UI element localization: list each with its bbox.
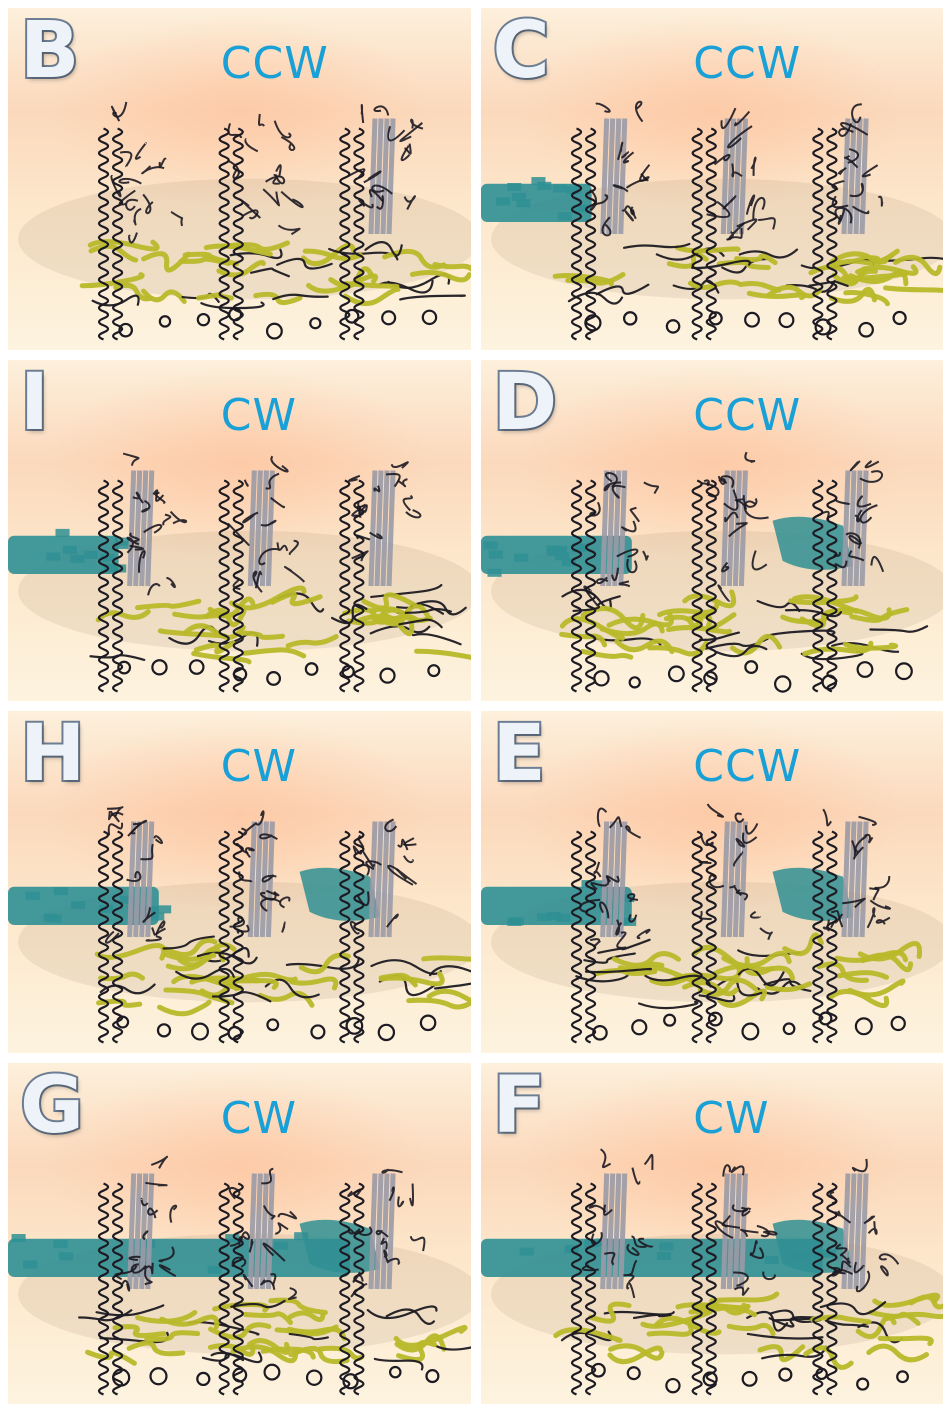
panel-H: H CW — [8, 711, 471, 1053]
panel-letter: D — [493, 364, 558, 442]
panel-C: C CCW — [481, 8, 944, 350]
panel-letter: G — [20, 1067, 84, 1145]
rotation-label: CW — [221, 745, 297, 789]
rotation-label: CCW — [693, 745, 801, 789]
rotation-label: CW — [221, 394, 297, 438]
rotation-label: CW — [221, 1097, 297, 1141]
yellow-ring — [79, 1300, 470, 1388]
rotation-label: CW — [693, 1097, 769, 1141]
panel-E: E CCW — [481, 711, 944, 1053]
panel-D: D CCW — [481, 360, 944, 702]
rotation-label: CCW — [693, 42, 801, 86]
panel-letter: C — [493, 12, 550, 90]
shadow-band — [18, 179, 470, 300]
panel-letter: H — [20, 715, 85, 793]
panel-letter: I — [20, 364, 49, 442]
panel-letter: B — [20, 12, 79, 90]
rotation-label: CCW — [693, 394, 801, 438]
panel-F: F CW — [481, 1063, 944, 1405]
panel-B: B CCW — [8, 8, 471, 350]
panel-G: G CW — [8, 1063, 471, 1405]
panel-letter: E — [493, 715, 546, 793]
cyan-shaft — [8, 528, 130, 573]
panel-letter: F — [493, 1067, 546, 1145]
cyan-shaft — [481, 1219, 853, 1276]
panel-I: I CW — [8, 360, 471, 702]
cyan-shaft — [8, 1219, 380, 1276]
figure-grid: B CCW C CCW I CW D CCW H CW E CCW G CW F… — [8, 8, 943, 1404]
rotation-label: CCW — [221, 42, 329, 86]
